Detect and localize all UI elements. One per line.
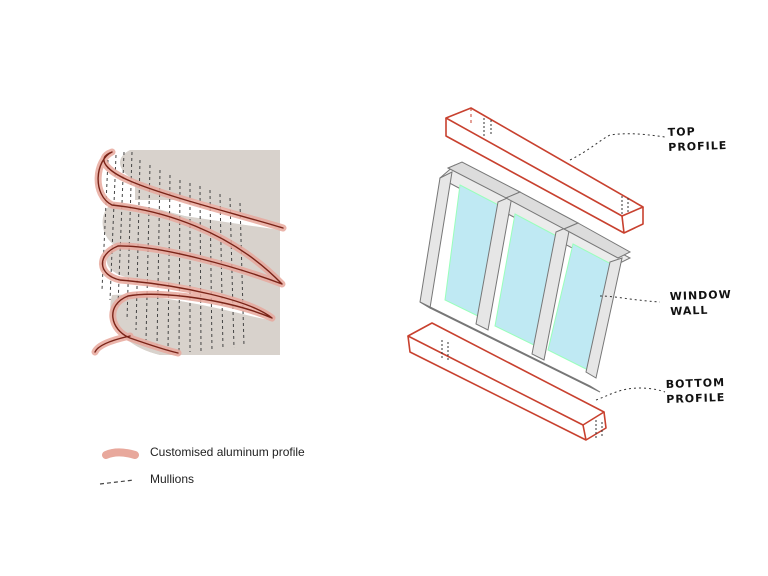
legend-mullions-label: Mullions: [150, 472, 195, 486]
window-frames: [419, 161, 632, 393]
aluminum-profile-line: [94, 151, 284, 354]
legend-profile-label: Customised aluminum profile: [150, 445, 305, 459]
top-profile-box: [445, 107, 644, 234]
legend-mullion-swatch: [99, 479, 135, 485]
annotation-top-profile: TOP PROFILE: [667, 123, 728, 155]
annotation-bottom-profile-line2: PROFILE: [666, 390, 726, 407]
annotation-window-wall-line2: WALL: [670, 303, 709, 319]
profile-plan-sketch: [91, 148, 287, 357]
annotation-window-wall-line1: WINDOW: [669, 287, 733, 304]
window-wall-isometric: [407, 107, 666, 441]
legend-profile-swatch: [102, 448, 139, 459]
bottom-profile-box: [407, 322, 607, 441]
leader-lines: [569, 133, 666, 401]
annotation-window-wall: WINDOW WALL: [669, 287, 732, 319]
legend-mullions-row: Mullions: [100, 472, 194, 486]
annotation-bottom-profile: BOTTOM PROFILE: [665, 375, 726, 407]
annotation-top-profile-line2: PROFILE: [668, 138, 728, 155]
legend-profile-row: Customised aluminum profile: [100, 445, 305, 459]
